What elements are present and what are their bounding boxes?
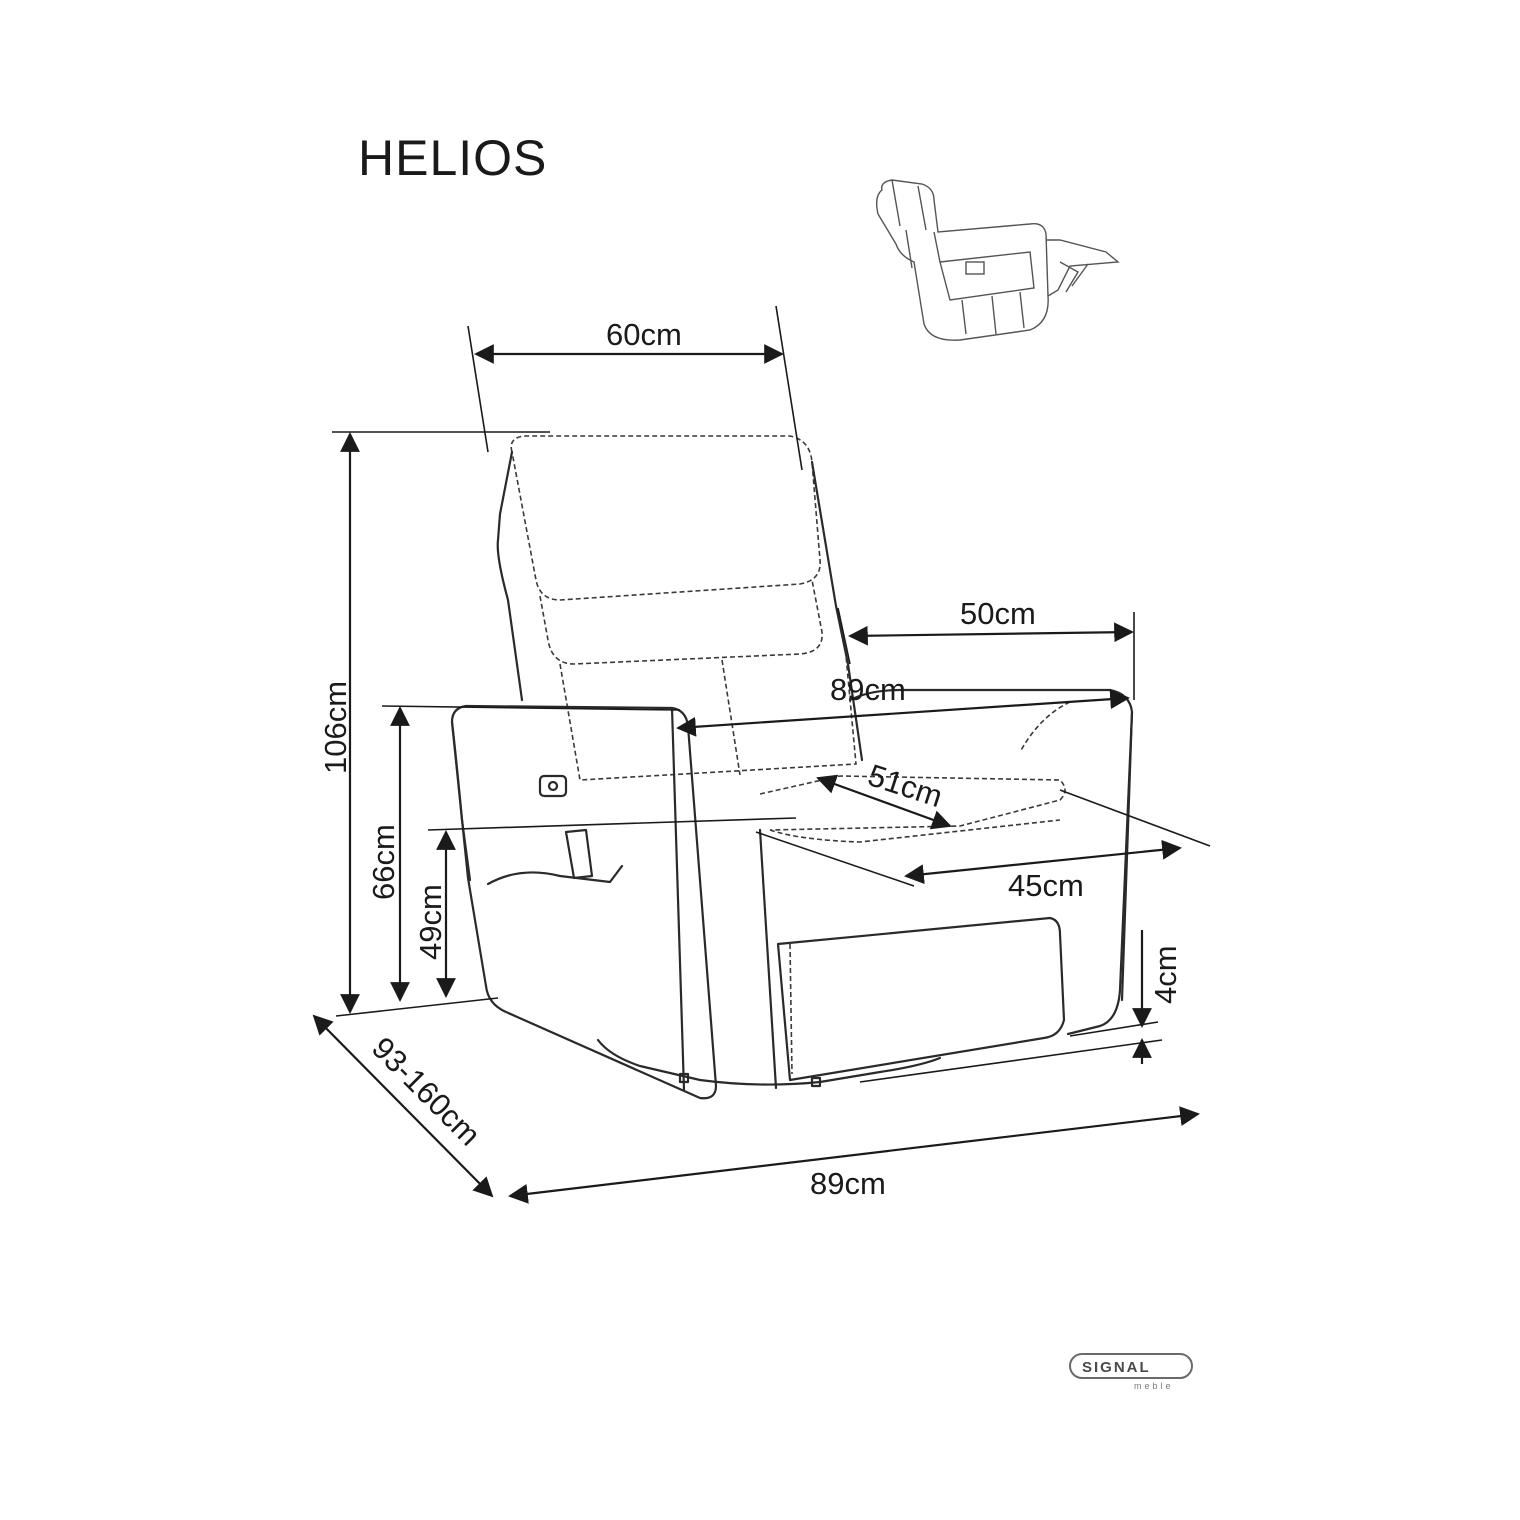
dim-label-seat-height: 49cm [413, 884, 448, 960]
recliner-chair-drawing [450, 435, 1134, 1100]
dim-label-overall-width-bottom: 89cm [810, 1166, 886, 1201]
base-line-right [1069, 1021, 1159, 1037]
logo-sub: meble [1134, 1381, 1174, 1391]
dim-label-seat-depth-top: 50cm [960, 596, 1036, 631]
dim-label-armrest-height: 66cm [366, 824, 401, 900]
logo-brand: SIGNAL [1082, 1359, 1151, 1376]
dimension-overall-width-bottom: 89cm [508, 1106, 1200, 1204]
product-title: HELIOS [358, 130, 547, 186]
dim-label-seat-depth: 51cm [864, 757, 947, 814]
dimension-seat-height: 49cm [413, 817, 797, 998]
dimension-total-height: 106cm [318, 431, 550, 1014]
dimension-backrest-width: 60cm [467, 305, 803, 471]
dim-label-depth-range: 93-160cm [365, 1030, 487, 1152]
dim-label-overall-width-top: 89cm [830, 672, 906, 707]
dimension-seat-width: 45cm [755, 789, 1211, 903]
dimension-seat-depth-top: 50cm [837, 596, 1135, 700]
dimension-armrest-height: 66cm [366, 705, 681, 1002]
dim-label-ground-clearance: 4cm [1148, 945, 1183, 1004]
floor-line-right [859, 1039, 1163, 1083]
dimension-ground-clearance: 4cm [1132, 930, 1183, 1064]
dimension-seat-depth: 51cm [816, 757, 952, 830]
dim-label-total-height: 106cm [318, 681, 353, 774]
reclined-chair-thumbnail [875, 179, 1120, 341]
dim-label-seat-width: 45cm [1008, 868, 1084, 903]
floor-line-left [335, 997, 499, 1017]
dimension-overall-width-top: 89cm [676, 672, 1130, 737]
dim-label-backrest-width: 60cm [606, 317, 682, 352]
dimension-depth-range: 93-160cm [312, 1014, 494, 1198]
signal-logo: SIGNAL meble [1069, 1353, 1193, 1391]
